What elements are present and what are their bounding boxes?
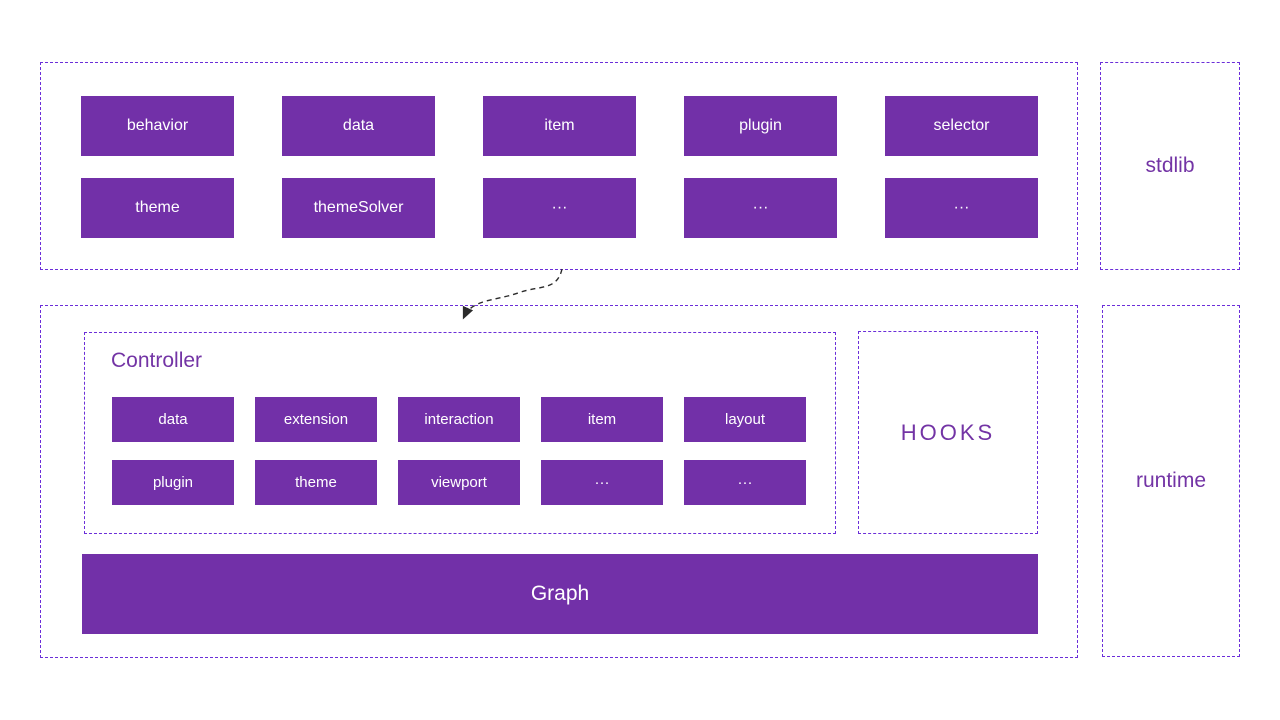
controller-title: Controller xyxy=(111,349,203,372)
module-box: ··· xyxy=(483,178,636,238)
module-box: layout xyxy=(684,397,806,442)
module-box: ··· xyxy=(684,178,837,238)
module-box: behavior xyxy=(81,96,234,156)
module-box: viewport xyxy=(398,460,520,505)
module-box: theme xyxy=(81,178,234,238)
graph-label: Graph xyxy=(530,582,590,605)
module-box: ··· xyxy=(885,178,1038,238)
stdlib-modules-section: behavior data item plugin selector theme theme… xyxy=(40,62,1078,270)
stdlib-label: stdlib xyxy=(1145,154,1195,177)
module-box: extension xyxy=(255,397,377,442)
controller-modules-grid: data extension interaction item layout plugin… xyxy=(112,397,806,505)
module-box: ··· xyxy=(541,460,663,505)
module-box: item xyxy=(541,397,663,442)
module-box: ··· xyxy=(684,460,806,505)
stdlib-modules-grid: behavior data item plugin selector theme theme… xyxy=(81,96,1038,238)
runtime-label-box: runtime xyxy=(1102,305,1240,657)
module-box: interaction xyxy=(398,397,520,442)
module-box: plugin xyxy=(112,460,234,505)
module-box: themeSolver xyxy=(282,178,435,238)
module-box: theme xyxy=(255,460,377,505)
module-box: item xyxy=(483,96,636,156)
module-box: data xyxy=(112,397,234,442)
module-box: data xyxy=(282,96,435,156)
module-box: plugin xyxy=(684,96,837,156)
module-box: selector xyxy=(885,96,1038,156)
stdlib-label-box: stdlib xyxy=(1100,62,1240,270)
graph-bar: Graph xyxy=(82,554,1038,634)
hooks-panel: HOOKS xyxy=(858,331,1038,534)
runtime-label: runtime xyxy=(1135,469,1207,492)
hooks-label: HOOKS xyxy=(900,419,996,445)
